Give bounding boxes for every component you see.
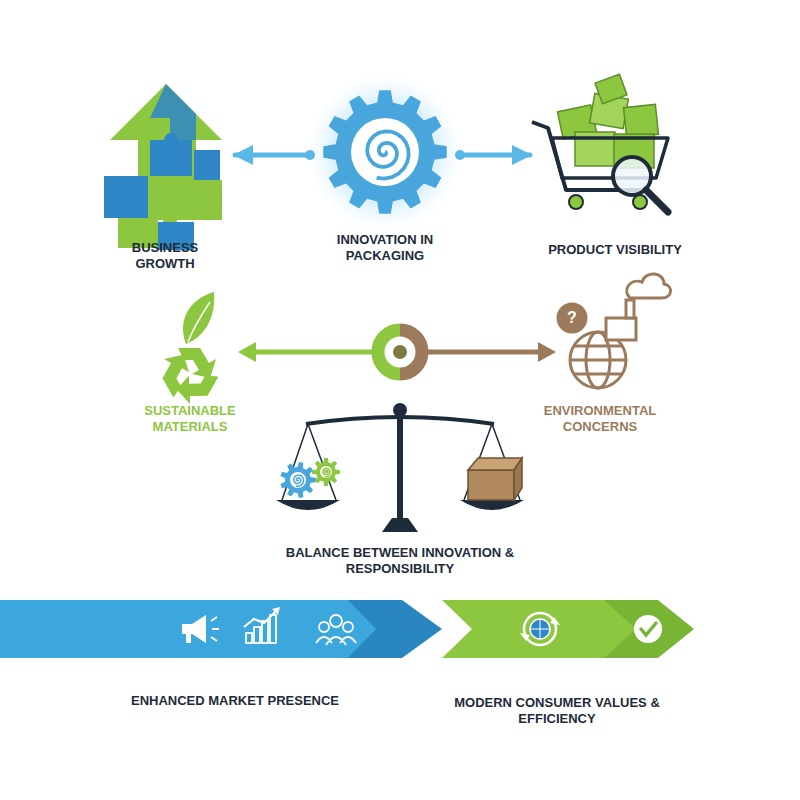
- gear-glow: [307, 74, 463, 230]
- question-mark: ?: [562, 309, 582, 327]
- balance-hub: [238, 330, 556, 374]
- globe-factory-icon: [558, 274, 671, 388]
- icon-node: SUSTAINABLE MATERIALS: [125, 290, 255, 439]
- chevron-band: MODERN CONSUMER VALUES & EFFICIENCY: [432, 600, 700, 731]
- node-label: ENHANCED MARKET PRESENCE: [115, 693, 355, 709]
- flow-arrow: [235, 153, 310, 158]
- node-label: ENVIRONMENTAL CONCERNS: [530, 403, 670, 435]
- cart-icon: [532, 74, 668, 212]
- node-label: BALANCE BETWEEN INNOVATION & RESPONSIBIL…: [270, 545, 530, 577]
- chevron-shape: [0, 600, 445, 658]
- icon-node: ENVIRONMENTAL CONCERNS: [530, 290, 670, 439]
- gear-icon: [323, 90, 446, 213]
- node-label: BUSINESS GROWTH: [115, 240, 215, 272]
- growth-icon: [104, 84, 222, 250]
- node-label: PRODUCT VISIBILITY: [530, 242, 700, 258]
- chevron-band: ENHANCED MARKET PRESENCE: [0, 600, 445, 713]
- icon-node: INNOVATION IN PACKAGING: [310, 80, 460, 268]
- chevron-shape: [432, 600, 700, 658]
- node-label: INNOVATION IN PACKAGING: [315, 232, 455, 264]
- scale-icon: [276, 403, 524, 532]
- node-label: MODERN CONSUMER VALUES & EFFICIENCY: [452, 695, 662, 727]
- arrow-tail-dot: [305, 150, 315, 160]
- icon-node: BUSINESS GROWTH: [95, 75, 235, 276]
- recycle-icon: [154, 292, 218, 410]
- flow-arrow: [460, 153, 530, 158]
- icon-node: BALANCE BETWEEN INNOVATION & RESPONSIBIL…: [270, 400, 530, 581]
- icon-node: PRODUCT VISIBILITY: [530, 80, 700, 262]
- node-label: SUSTAINABLE MATERIALS: [125, 403, 255, 435]
- arrow-tail-dot: [455, 150, 465, 160]
